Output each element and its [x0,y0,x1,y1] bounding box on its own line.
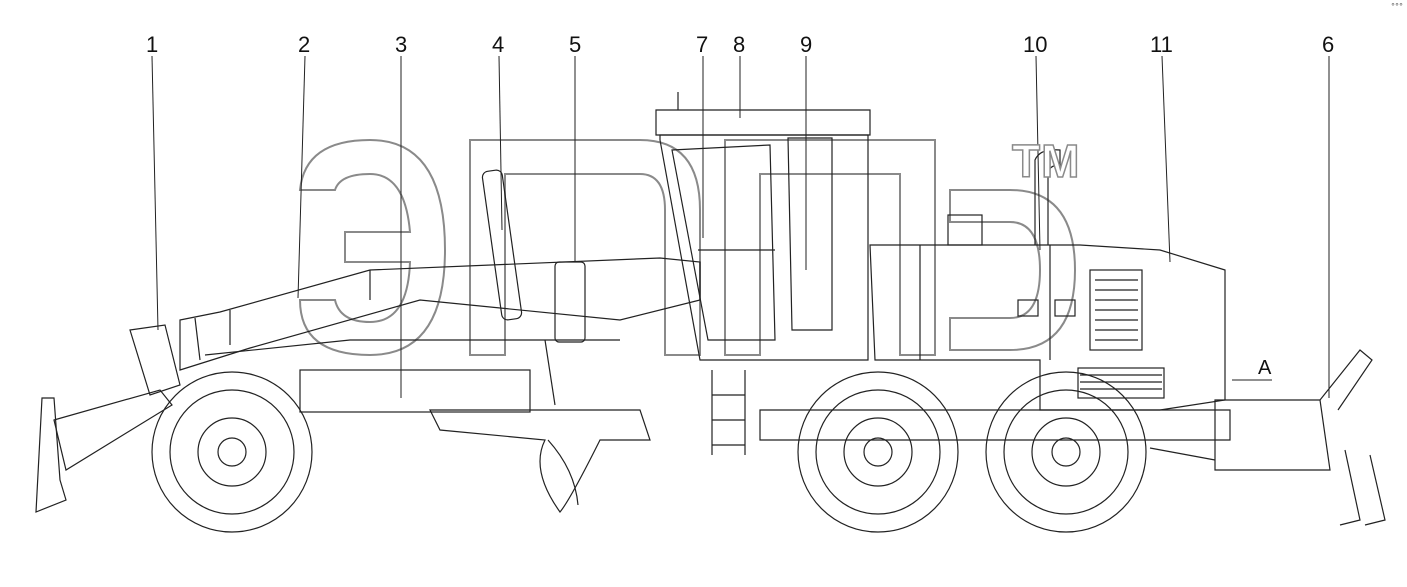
callout-4: 4 [492,32,505,57]
callout-3: 3 [395,32,408,57]
grader-body [35,92,1386,533]
engine-hood [869,244,1226,411]
front-dozer-blade [35,397,67,513]
lift-cylinder [481,169,523,321]
callout-9: 9 [800,32,813,57]
front-push-arm [53,389,173,471]
exhaust-pipe [1034,149,1061,245]
callout-2: 2 [298,32,311,57]
corner-mark: °°° [1391,2,1403,11]
callout-11: 11 [1150,32,1173,57]
rear-ripper [1214,399,1331,471]
main-frame [179,257,701,371]
callout-8: 8 [733,32,746,57]
cab [659,134,869,361]
watermark-logo [298,138,1077,357]
callout-6: 6 [1322,32,1335,57]
moldboard [429,409,651,513]
leader-lines [151,55,1330,398]
callout-5: 5 [569,32,582,57]
front-wheel [151,371,313,533]
view-label-a: A [1258,357,1272,379]
rear-wheel-1 [797,371,959,533]
callout-10: 10 [1023,32,1048,57]
rear-wheel-2 [985,371,1147,533]
cab-ladder [711,370,746,455]
watermark-tm: TM [1011,134,1081,188]
cab-roof [655,109,871,136]
callout-7: 7 [696,32,709,57]
callout-1: 1 [146,32,159,57]
